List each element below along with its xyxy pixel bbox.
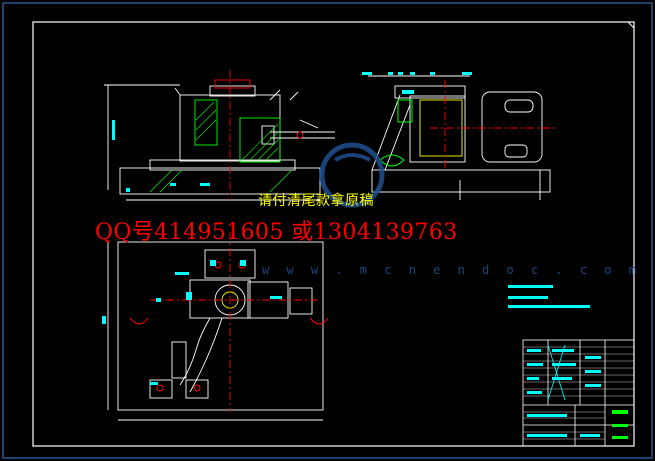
- title-block-diagonals: [547, 344, 566, 401]
- plan-view: [107, 232, 324, 421]
- corner-mark: [627, 21, 635, 29]
- section-hatch: [149, 101, 293, 193]
- title-block-green-text: [612, 410, 628, 439]
- watermark-url-text: w w w . m c n e n d o c . c o m: [262, 263, 641, 277]
- technical-notes: [508, 285, 590, 308]
- side-view-callouts: [362, 72, 472, 94]
- plan-view-callouts: [102, 260, 282, 385]
- title-block: [522, 339, 635, 447]
- watermark-logo: [319, 142, 385, 208]
- slot-markers: [129, 261, 329, 392]
- contact-qq-text: QQ号414951605 或1304139763: [95, 220, 458, 245]
- side-view: [368, 75, 555, 200]
- clamp-jaw: [397, 99, 413, 123]
- parts-list-rows: [523, 346, 634, 440]
- front-view-callouts: [112, 120, 210, 192]
- title-block-text: [527, 349, 601, 437]
- payment-notice-text: 请付清尾款拿原稿: [258, 193, 374, 209]
- locating-pin: [379, 154, 405, 167]
- front-view: [104, 70, 335, 201]
- inner-border: [32, 21, 635, 447]
